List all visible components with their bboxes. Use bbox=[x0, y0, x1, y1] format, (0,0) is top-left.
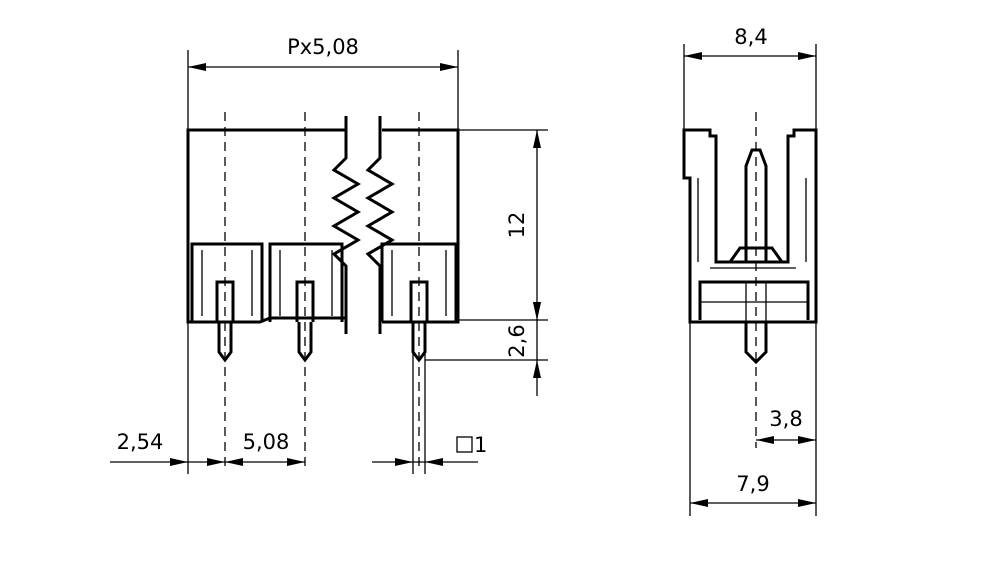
pin-pocket-1 bbox=[190, 242, 264, 322]
dimension-side-width-bottom: 7,9 bbox=[689, 322, 817, 516]
dimension-side-width-top: 8,4 bbox=[683, 25, 817, 130]
dimension-side-width-bottom-label: 7,9 bbox=[736, 472, 769, 496]
dimension-pitch-total-label: Px5,08 bbox=[287, 35, 359, 59]
pin-pocket-2 bbox=[268, 242, 344, 322]
dimension-height-label: 12 bbox=[505, 212, 529, 239]
side-pin-lower bbox=[744, 322, 768, 365]
side-body-outline bbox=[682, 128, 818, 324]
dimension-pin-square-label: 1 bbox=[474, 433, 487, 457]
dimension-pitch-label: 5,08 bbox=[243, 430, 290, 454]
dimension-pitch-row: 2,54 5,08 bbox=[110, 322, 305, 474]
dimension-pin-length: 2,6 bbox=[425, 302, 548, 396]
side-pin-collar bbox=[727, 246, 785, 264]
side-base-block bbox=[698, 280, 810, 320]
pin-pocket-3 bbox=[380, 242, 458, 322]
dimension-pitch-total: Px5,08 bbox=[187, 35, 459, 130]
square-symbol-icon bbox=[456, 436, 473, 453]
side-view bbox=[682, 112, 818, 448]
dimension-height: 12 bbox=[458, 129, 548, 321]
dimension-edge-offset-label: 2,54 bbox=[117, 430, 164, 454]
housing-left-outline bbox=[186, 128, 346, 324]
dimension-pin-square: 1 bbox=[372, 352, 487, 474]
housing-right-outline bbox=[382, 128, 460, 324]
dimension-side-width-top-label: 8,4 bbox=[734, 25, 767, 49]
front-view bbox=[186, 112, 460, 470]
break-line-right bbox=[365, 116, 395, 334]
dimension-side-pin-offset-label: 3,8 bbox=[769, 407, 802, 431]
dimension-side-pin-offset: 3,8 bbox=[756, 407, 816, 444]
dimension-pin-length-label: 2,6 bbox=[505, 324, 529, 357]
break-line-left bbox=[331, 116, 361, 334]
